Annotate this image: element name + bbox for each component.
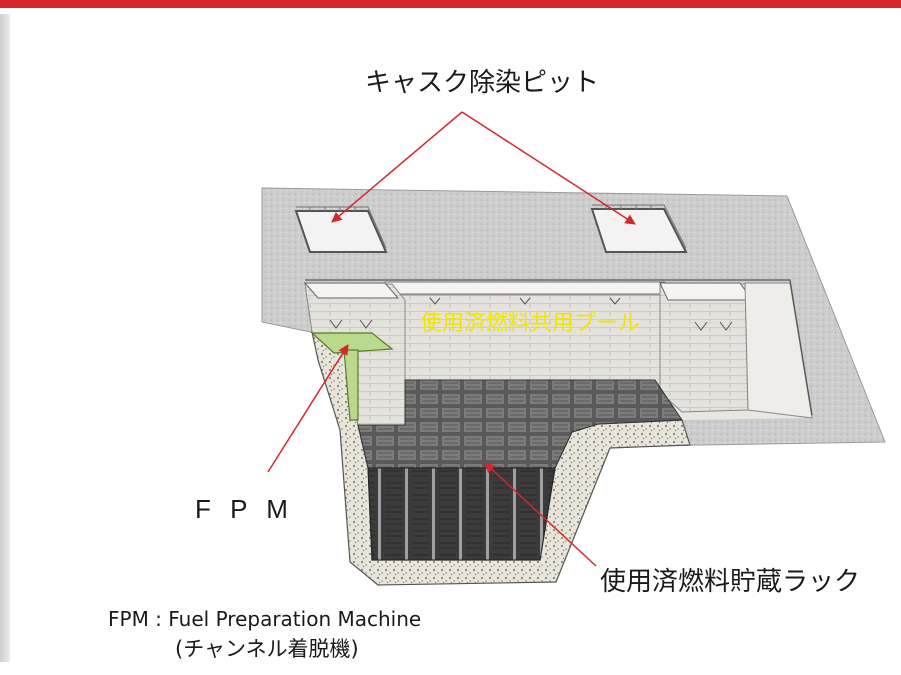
fpm-machine: [310, 332, 394, 421]
footnote-line-2: (チャンネル着脱機): [175, 637, 359, 661]
accent-bar: [0, 0, 901, 8]
pool-back-rim: [384, 281, 666, 295]
pool-right-ledge: [744, 282, 813, 419]
pool-right-block: [659, 283, 749, 413]
pool-label: 使用済燃料共用プール: [420, 311, 641, 336]
footnote-line-1: FPM : Fuel Preparation Machine: [108, 607, 422, 631]
arrow-cask-pit-right: [461, 111, 636, 225]
cask-pit-left: [294, 206, 388, 253]
fpm-label: F P M: [195, 494, 294, 524]
storage-rack-fronts: [367, 467, 556, 561]
arrow-cask-pit-left: [331, 111, 463, 223]
rack-label: 使用済燃料貯蔵ラック: [600, 567, 861, 597]
cask-pit-right: [590, 204, 688, 253]
arrow-rack: [484, 462, 597, 567]
pool-back-wall: [394, 294, 661, 391]
pool-railing: [305, 279, 813, 416]
cask-pit-label: キャスク除染ピット: [365, 68, 600, 98]
arrow-fpm: [267, 344, 349, 473]
storage-rack-tops: [357, 379, 683, 469]
slide-edge-shadow: [0, 14, 10, 662]
